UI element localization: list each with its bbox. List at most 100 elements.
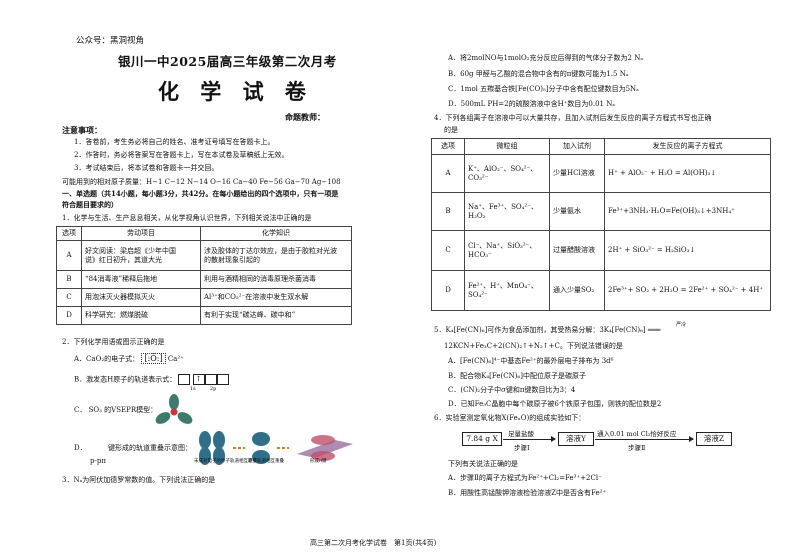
q5-option: D．已知Fe₃C晶胞中每个碳原子被6个铁原子包围，则铁的配位数是2: [448, 400, 662, 408]
section-heading: 一、单选题（共14小题，每小题3分，共42分。在每小题给出的四个选项中，只有一项…: [62, 189, 339, 198]
cell-text: 利用与酒精相同的消毒原理杀菌消毒: [200, 270, 352, 289]
q3-stem: 3．Nₐ为阿伏加德罗常数的值。下列说法正确的是: [62, 476, 216, 484]
cell-text: K⁺、AlO₂⁻、SO₄²⁻、: [468, 164, 538, 173]
flow-arrow-icon: [503, 436, 556, 442]
q3-option: D．500mL PH=2的硫酸溶液中含H⁺数目为0.01 Nₐ: [448, 100, 616, 108]
cell-text: 涉及胶体的丁达尔效应，是由于胶粒对光波: [204, 246, 337, 255]
q1-table: 选项 劳动项目 化学知识 A 好文阅读：梁启超《少年中国说》红日初升，其道大光 …: [56, 226, 352, 325]
cell-text: SO₄²⁻: [468, 290, 488, 299]
diagram-caption: 未成对电子的原子轨道相互靠拢: [194, 459, 257, 464]
q3-option: A．将2molNO与1molO₂充分反应后得到的气体分子数为2 Nₐ: [448, 54, 644, 62]
section-heading-cont: 符合题目要求的）: [62, 200, 118, 209]
cell-text: H⁺ + AlO₂⁻ + H₂O = Al(OH)₃↓: [604, 154, 771, 193]
formula: SO₃: [88, 406, 102, 414]
option-text: B．激发态H原子的轨道表示式：: [74, 375, 177, 384]
atomic-masses: 可能用到的相对原子质量：H−1 C−12 N−14 O−16 Ca−40 Fe−…: [62, 178, 341, 186]
q2-option-c: C． SO₃ 的VSEPR模型：: [74, 406, 157, 415]
q1-header: 化学知识: [200, 226, 352, 241]
option-letter: B: [431, 192, 465, 231]
author-label: 命题教师：: [285, 112, 325, 122]
q1-stem: 1．化学与生活、生产息息相关，从化学视角认识世界，下列相关说法中正确的是: [62, 214, 312, 222]
q3-option: B．60g 甲醛与乙酸的混合物中含有的π键数可能为1.5 Nₐ: [448, 70, 629, 78]
orbital-label: 1s: [190, 386, 196, 392]
option-text: 的VSEPR模型：: [104, 406, 158, 414]
orbital-2p-box: [216, 374, 229, 385]
exam-title: 化 学 试 卷: [158, 79, 313, 104]
reaction-condition: 严冷: [676, 322, 687, 328]
option-letter: C: [56, 288, 82, 307]
table-row: A K⁺、AlO₂⁻、SO₄²⁻、CO₃²⁻ 少量HCl溶液 H⁺ + AlO₂…: [431, 154, 771, 193]
q5-equation: 12KCN+Fe₃C+2(CN)₂↑+N₂↑+C。下列说法错误的是: [444, 342, 623, 350]
cell-text: 科学研究：燃煤脱硫: [81, 306, 201, 325]
cell-text: 少量氨水: [549, 192, 605, 231]
flow-reagent: 足量盐酸: [508, 430, 534, 438]
orbital-2p-box: ↑: [192, 374, 205, 385]
calcium-ion: Ca²⁺: [167, 355, 184, 363]
cell-text: “84消毒液”稀释后拖地: [81, 270, 201, 289]
q4-stem-cont: 的是: [444, 126, 458, 134]
q3-option: C．1mol 五羰基合铁[Fe(CO)₅]分子中含有配位键数目为5Nₐ: [448, 85, 639, 93]
q2-option-d: D．: [74, 444, 87, 453]
cell-text: HCO₃⁻: [468, 250, 492, 259]
flow-reagent: 通入0.01 mol Cl₂恰好反应: [597, 430, 677, 438]
notice-item: 1．答卷前，考生务必将自己的姓名、准考证号填写在答题卡上。: [74, 138, 275, 146]
option-text: C．: [74, 406, 87, 414]
notice-item: 2．作答时，务必将答案写在答题卡上，写在本试卷及草稿纸上无效。: [74, 151, 289, 159]
flow-arrow-icon: [595, 436, 694, 442]
table-row: D Fe²⁺、H⁺、MnO₄⁻、SO₄²⁻ 通入少量SO₂ 2Fe³⁺+ SO₂…: [431, 270, 771, 311]
cell-text: 说》红日初升，其道大光: [85, 255, 162, 264]
table-row: B “84消毒液”稀释后拖地 利用与酒精相同的消毒原理杀菌消毒: [56, 270, 352, 289]
q4-table: 选项 微粒组 加入试剂 发生反应的离子方程式 A K⁺、AlO₂⁻、SO₄²⁻、…: [431, 138, 771, 311]
page-footer: 高三第二次月考化学试卷 第1页(共4页): [310, 539, 437, 547]
orbital-label: 2p: [210, 386, 217, 392]
flow-box-start: 7.84 g X: [462, 432, 502, 446]
orbital-1s-box: [178, 374, 191, 385]
q4-header: 微粒组: [464, 138, 550, 155]
q2-stem: 2．下列化学用语或图示正确的是: [62, 338, 165, 346]
school-title: 银川一中2025届高三年级第二次月考: [118, 54, 337, 69]
q6-option: A．步骤Ⅱ的离子方程式为Fe²⁺+Cl₂=Fe³⁺+2Cl⁻: [448, 474, 602, 482]
q6-prompt: 下列有关说法正确的是: [448, 460, 518, 468]
cell-text: 通入少量SO₂: [549, 270, 605, 311]
notice-item: 3．考试结束后，将本试卷和答题卡一并交回。: [74, 164, 219, 172]
pi-bond-overlap-icon: [199, 431, 353, 465]
cell-text: 用泡沫灭火器模拟灭火: [81, 288, 201, 307]
diagram-caption: 原子轨道相互重叠: [248, 459, 284, 464]
peroxide-lewis: [:Ö:]: [141, 353, 166, 364]
option-letter: A: [56, 240, 82, 271]
q2-option-a: A．CaO₂的电子式： [:Ö:] Ca²⁺: [74, 353, 184, 364]
watermark: 公众号：黑洞视角: [76, 36, 145, 46]
q4-header: 选项: [431, 138, 465, 155]
cell-text: Na⁺、Fe³⁺、SO₄²⁻、: [468, 202, 538, 211]
bond-type: p-pπ: [90, 457, 106, 465]
q2-option-b: B．激发态H原子的轨道表示式： ↑: [74, 374, 229, 385]
table-row: A 好文阅读：梁启超《少年中国说》红日初升，其道大光 涉及胶体的丁达尔效应，是由…: [56, 240, 352, 271]
cell-text: Cl⁻、Na⁺、SiO₃²⁻、: [468, 241, 537, 250]
q4-header: 发生反应的离子方程式: [604, 138, 771, 155]
cell-text: 的散射现象引起的: [204, 255, 260, 264]
flow-box-solution-y: 溶液Y: [558, 432, 594, 446]
option-text: A．CaO₂的电子式：: [74, 355, 140, 363]
cell-text: 2H⁺ + SiO₃²⁻ = H₂SiO₃↓: [604, 230, 771, 271]
q4-stem: 4．下列各组离子在溶液中可以大量共存，且加入试剂后发生反应的离子方程式书写也正确: [434, 114, 712, 122]
q5-option: C．(CN)₂分子中σ键和π键数目比为3：4: [448, 386, 576, 394]
diagram-caption: 形成π键: [310, 459, 327, 464]
flow-box-solution-z: 溶液Z: [696, 432, 732, 446]
table-row: B Na⁺、Fe³⁺、SO₄²⁻、H₂O₂ 少量氨水 Fe³⁺+3NH₃·H₂O…: [431, 192, 771, 231]
vsepr-model-icon: [155, 394, 193, 424]
table-row: C Cl⁻、Na⁺、SiO₃²⁻、HCO₃⁻ 过量醋酸溶液 2H⁺ + SiO₃…: [431, 230, 771, 271]
flow-step: 步骤Ⅱ: [628, 444, 646, 452]
option-letter: A: [431, 154, 465, 193]
table-row: D 科学研究：燃煤脱硫 有利于实现“碳达峰、碳中和”: [56, 306, 352, 325]
q5-option: A．[Fe(CN)₆]⁴⁻中基态Fe²⁺的最外层电子排布为 3d⁶: [448, 357, 614, 365]
table-row: C 用泡沫灭火器模拟灭火 Al³⁺和CO₃²⁻在溶液中发生双水解: [56, 288, 352, 307]
option-letter: B: [56, 270, 82, 289]
option-letter: D: [56, 306, 82, 325]
orbital-2p-box: [204, 374, 217, 385]
option-text: D．: [74, 444, 87, 452]
q6-option: B．用酸性高锰酸钾溶液检验溶液Z中是否含有Fe²⁺: [448, 489, 607, 497]
q1-header: 劳动项目: [81, 226, 201, 241]
q4-header: 加入试剂: [549, 138, 605, 155]
q6-stem: 6．实验室测定氧化物X(FeₓO)的组成实验如下：: [434, 414, 586, 422]
option-letter: D: [431, 270, 465, 311]
